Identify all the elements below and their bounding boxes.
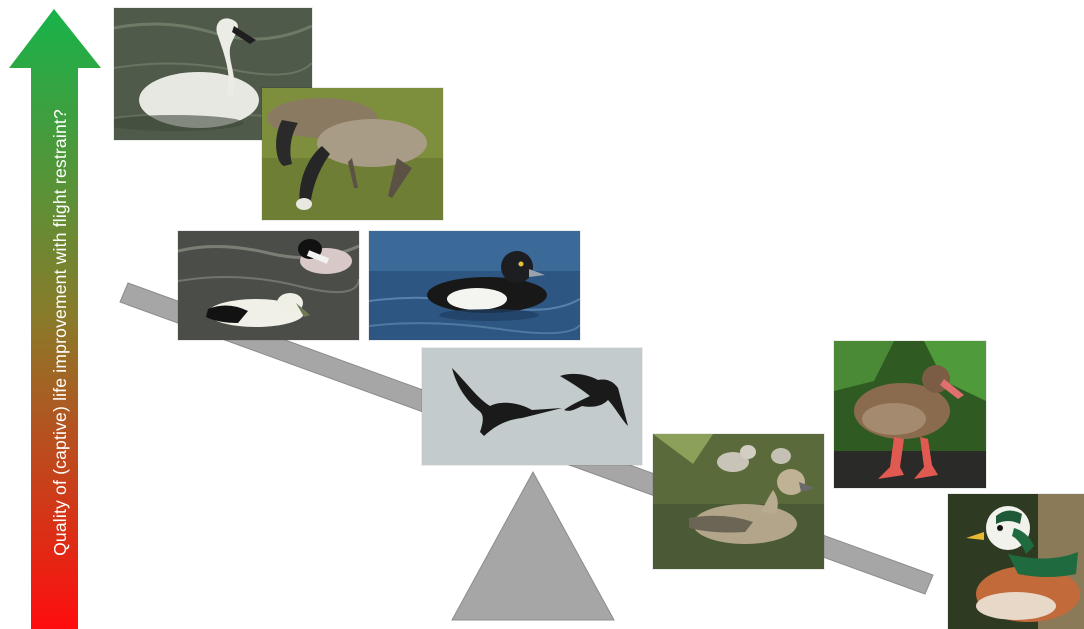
tufted-duck-photo: [369, 231, 580, 340]
axis-label: Quality of (captive) life improvement wi…: [45, 36, 75, 629]
seesaw-fulcrum: [452, 472, 614, 620]
eider-ducks-photo: [178, 231, 359, 340]
flying-birds-silhouette-photo: [422, 348, 642, 465]
whistling-duck-photo: [834, 341, 986, 488]
pygmy-goose-photo: [948, 494, 1084, 629]
duck-with-ducklings-photo: [653, 434, 824, 569]
canada-geese-photo: [262, 88, 443, 220]
